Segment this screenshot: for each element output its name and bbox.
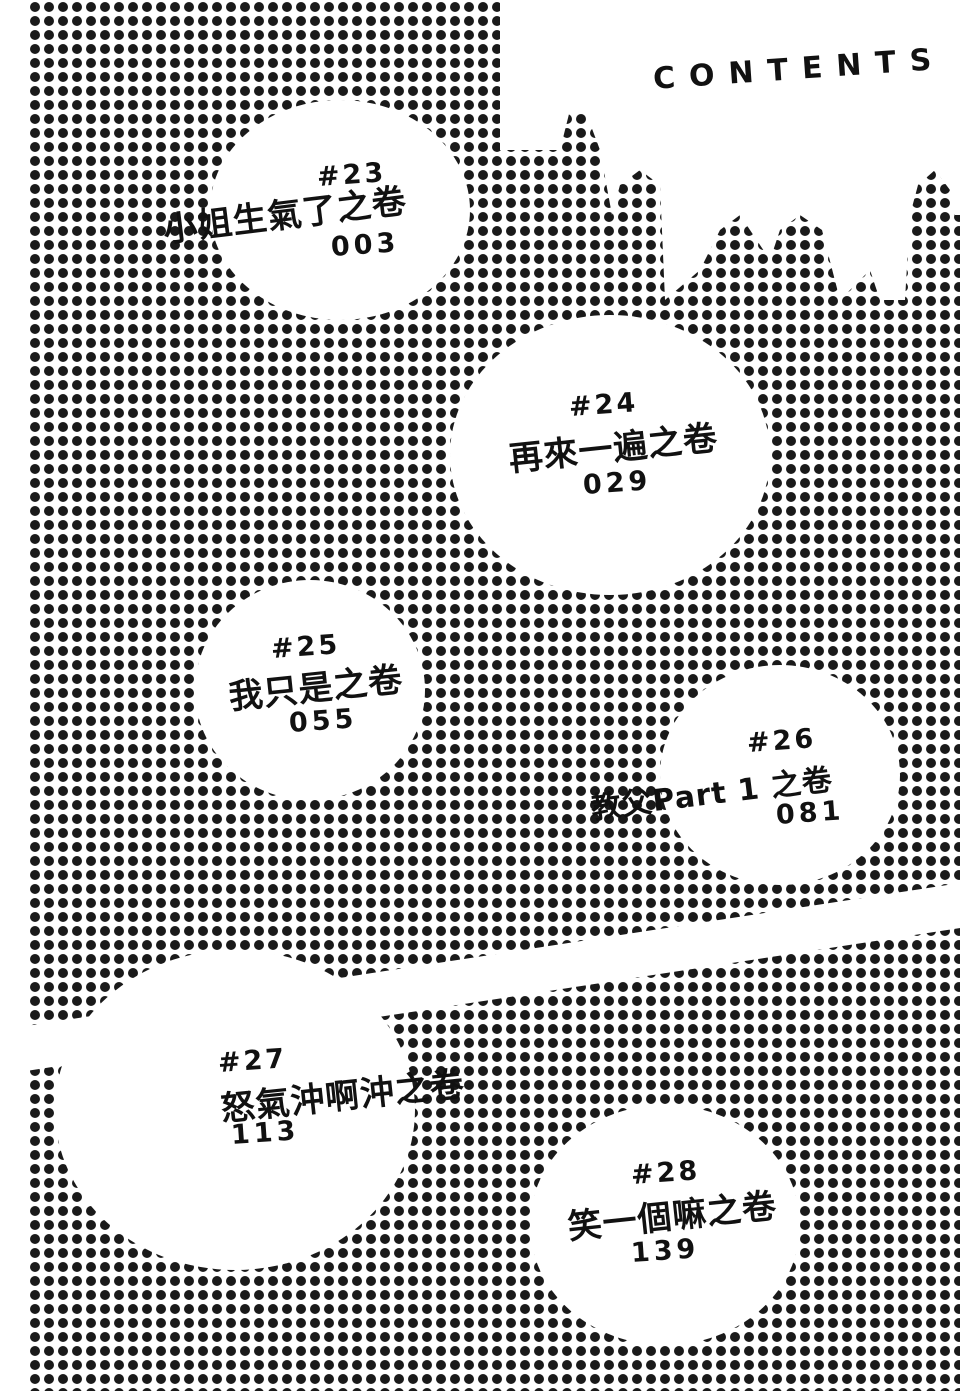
entry-28-page[interactable]: 139 — [630, 1233, 701, 1269]
entry-28-number: #28 — [630, 1155, 702, 1191]
entry-27-page[interactable]: 113 — [230, 1115, 301, 1151]
dot-pattern — [30, 0, 960, 1391]
entry-26-page[interactable]: 081 — [775, 795, 846, 831]
entry-24-page[interactable]: 029 — [582, 465, 653, 501]
entry-26-number: #26 — [746, 723, 818, 759]
entry-27-number: #27 — [217, 1043, 289, 1079]
entry-25-page[interactable]: 055 — [288, 703, 359, 739]
entry-23-page[interactable]: 003 — [330, 227, 401, 263]
entry-24-number: #24 — [568, 387, 640, 423]
